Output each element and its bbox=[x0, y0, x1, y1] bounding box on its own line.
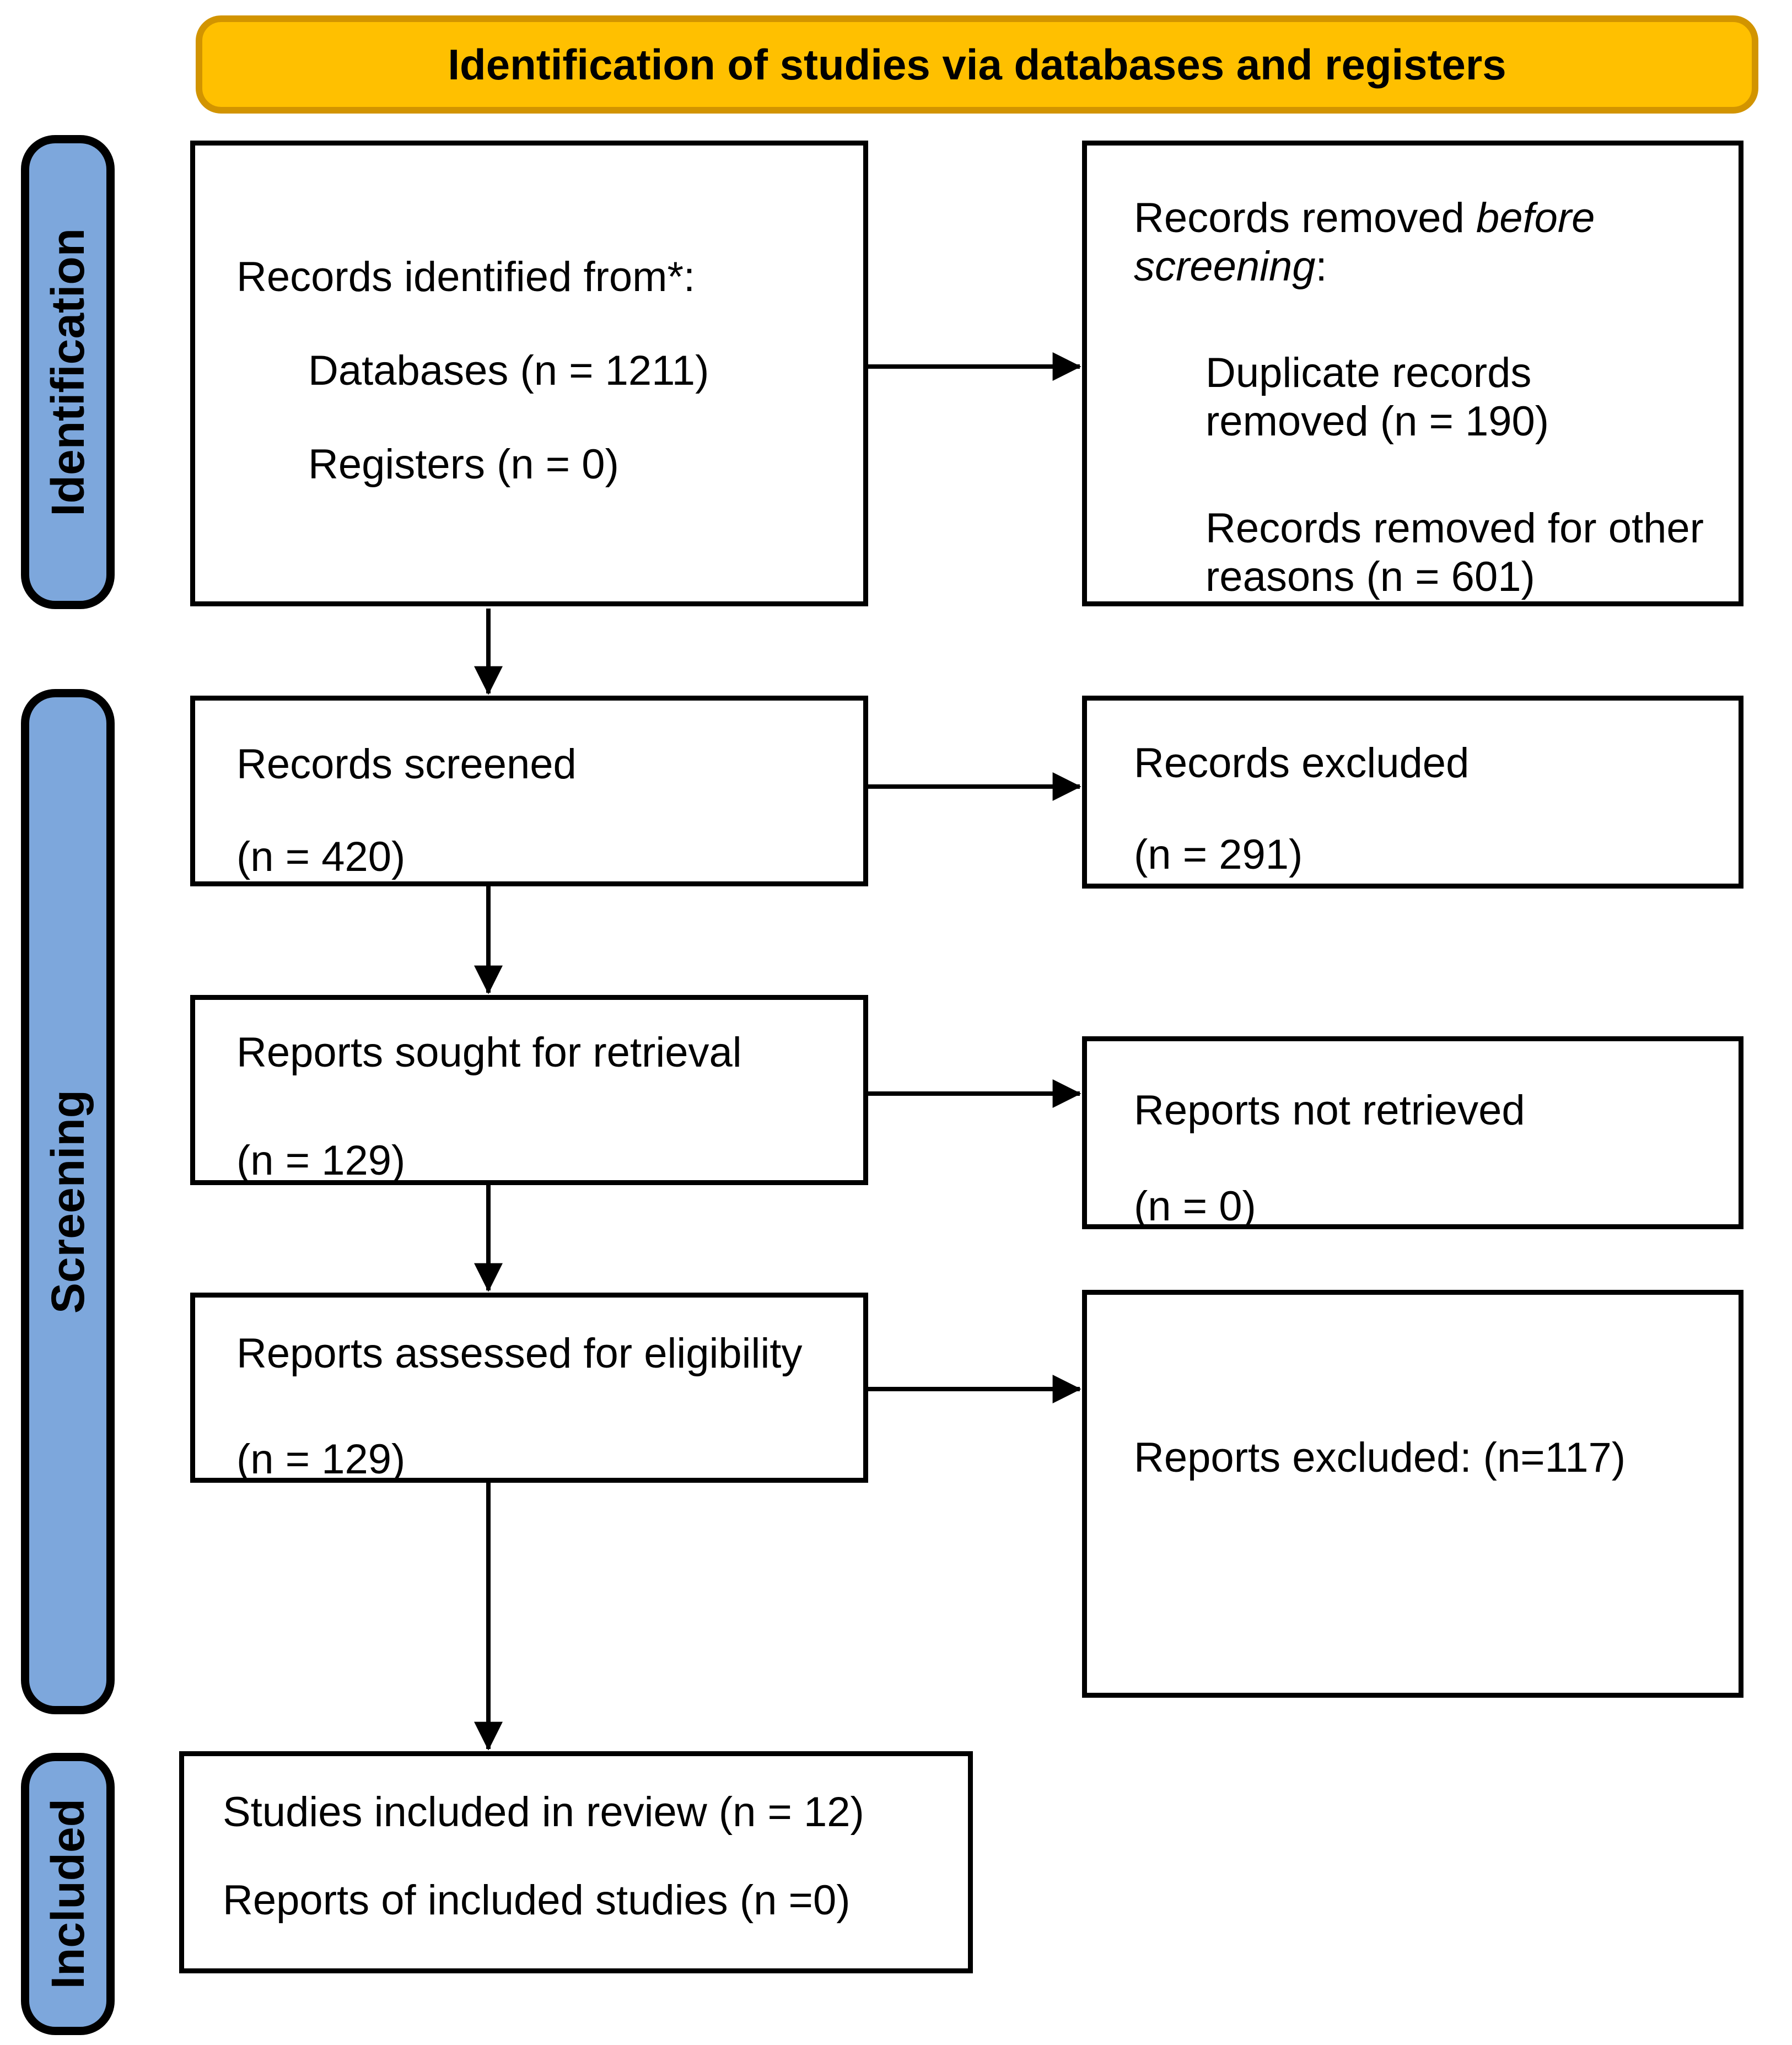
box-reports-assessed: Reports assessed for eligibility (n = 12… bbox=[190, 1293, 868, 1483]
reports-sought-label: Reports sought for retrieval bbox=[236, 1029, 742, 1076]
reports-of-included-line: Reports of included studies (n =0) bbox=[223, 1877, 851, 1924]
reports-not-retrieved-label: Reports not retrieved bbox=[1134, 1087, 1525, 1134]
studies-included-line: Studies included in review (n = 12) bbox=[223, 1789, 864, 1836]
box-records-removed: Records removed before screening: Duplic… bbox=[1082, 141, 1743, 606]
reports-assessed-count: (n = 129) bbox=[236, 1436, 406, 1483]
box-reports-sought: Reports sought for retrieval (n = 129) bbox=[190, 995, 868, 1185]
box-reports-not-retrieved: Reports not retrieved (n = 0) bbox=[1082, 1036, 1743, 1230]
box-reports-excluded: Reports excluded: (n=117) bbox=[1082, 1290, 1743, 1698]
stage-label-included: Included bbox=[21, 1753, 115, 2035]
duplicates-removed-line: Duplicate records removed (n = 190) bbox=[1206, 349, 1549, 445]
records-removed-italic: before screening bbox=[1134, 195, 1595, 290]
reports-sought-count: (n = 129) bbox=[236, 1137, 406, 1185]
stage-label-identification: Identification bbox=[21, 135, 115, 609]
stage-label-screening: Screening bbox=[21, 689, 115, 1714]
records-identified-registers: Registers (n = 0) bbox=[308, 441, 619, 488]
records-identified-heading: Records identified from*: bbox=[236, 254, 696, 300]
reports-assessed-label: Reports assessed for eligibility bbox=[236, 1330, 803, 1377]
records-screened-count: (n = 420) bbox=[236, 833, 406, 881]
banner-identification-via-databases: Identification of studies via databases … bbox=[196, 15, 1758, 114]
box-records-identified: Records identified from*: Databases (n =… bbox=[190, 141, 868, 606]
box-records-screened: Records screened (n = 420) bbox=[190, 696, 868, 886]
stage-label-included-text: Included bbox=[41, 1799, 94, 1989]
records-excluded-count: (n = 291) bbox=[1134, 831, 1303, 879]
records-screened-label: Records screened bbox=[236, 741, 577, 788]
reports-excluded-line: Reports excluded: (n=117) bbox=[1134, 1434, 1626, 1481]
banner-title: Identification of studies via databases … bbox=[448, 40, 1506, 89]
stage-label-screening-text: Screening bbox=[41, 1089, 94, 1314]
box-records-excluded: Records excluded (n = 291) bbox=[1082, 696, 1743, 889]
box-studies-included: Studies included in review (n = 12) Repo… bbox=[179, 1751, 973, 1973]
other-reasons-removed-line: Records removed for other reasons (n = 6… bbox=[1206, 504, 1704, 600]
records-removed-heading: Records removed before screening: bbox=[1134, 195, 1595, 290]
records-excluded-label: Records excluded bbox=[1134, 740, 1470, 787]
records-identified-databases: Databases (n = 1211) bbox=[308, 347, 709, 395]
stage-label-identification-text: Identification bbox=[41, 228, 94, 516]
reports-not-retrieved-count: (n = 0) bbox=[1134, 1183, 1256, 1230]
